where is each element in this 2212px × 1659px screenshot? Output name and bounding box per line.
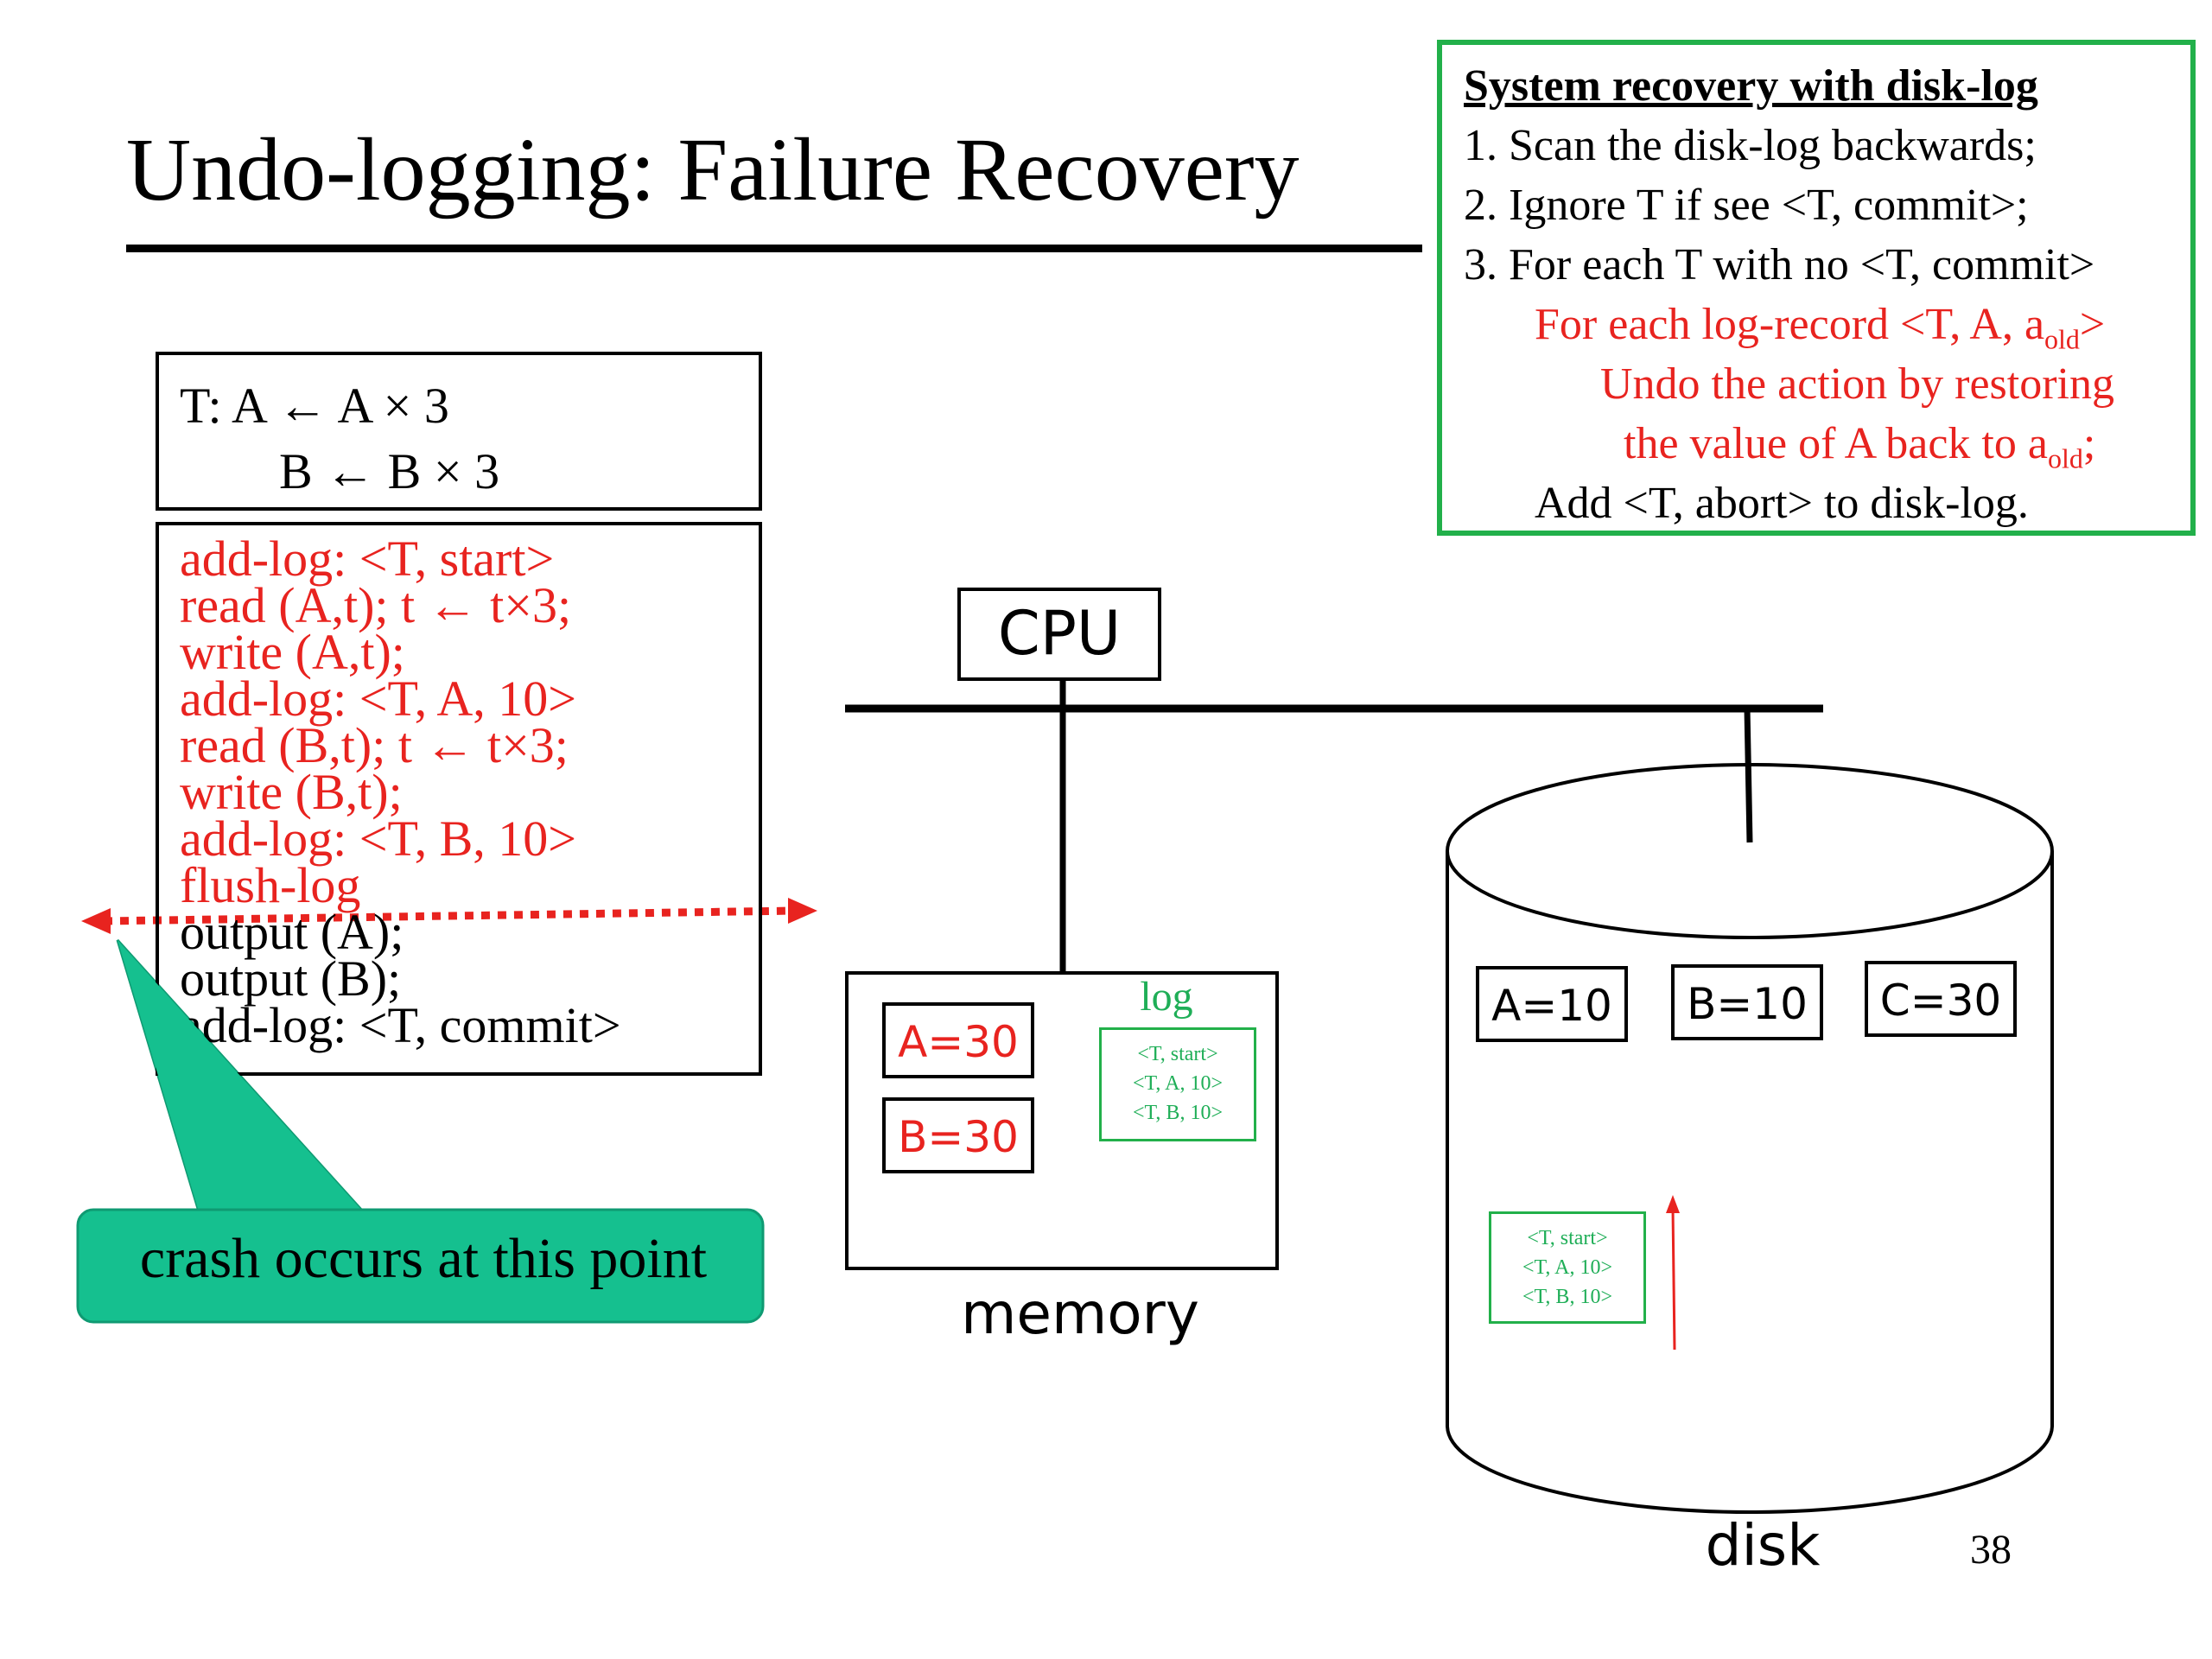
- recovery-heading: System recovery with disk-log: [1464, 61, 2038, 111]
- memory-cell-a: A=30: [882, 1002, 1034, 1078]
- recovery-substep-1: For each log-record <T, A, aold>: [1535, 300, 2106, 355]
- memory-label: memory: [961, 1281, 1199, 1347]
- step-write-a: write (A,t);: [180, 624, 405, 680]
- recovery-step-1: 1. Scan the disk-log backwards;: [1464, 121, 2037, 170]
- disk-log-entry: <T, B, 10>: [1522, 1286, 1612, 1308]
- memory-log: <T, start> <T, A, 10> <T, B, 10>: [1099, 1027, 1256, 1141]
- step-add-log-a: add-log: <T, A, 10>: [180, 671, 577, 727]
- memory-box: [845, 971, 1279, 1270]
- recovery-step-3: 3. For each T with no <T, commit>: [1464, 240, 2095, 289]
- memory-log-label: log: [1140, 974, 1193, 1020]
- step-flush-log: flush-log: [180, 857, 361, 913]
- memory-cell-b: B=30: [882, 1097, 1034, 1173]
- step-read-a: read (A,t); t ← t×3;: [180, 577, 572, 633]
- transaction-line-a: T: A ← A × 3: [180, 378, 449, 434]
- recovery-substep-4: Add <T, abort> to disk-log.: [1535, 479, 2029, 528]
- disk-label: disk: [1705, 1512, 1821, 1579]
- disk-cell-c: C=30: [1865, 961, 2017, 1037]
- execution-steps-box: add-log: <T, start> read (A,t); t ← t×3;…: [156, 522, 762, 1076]
- disk-scan-arrow: [1666, 1195, 1680, 1351]
- recovery-substep-3: the value of A back to aold;: [1624, 419, 2096, 474]
- page-number: 38: [1970, 1527, 2012, 1573]
- step-write-b: write (B,t);: [180, 764, 403, 820]
- step-add-log-commit: add-log: <T, commit>: [180, 997, 621, 1053]
- callout-text: crash occurs at this point: [139, 1227, 708, 1290]
- step-add-log-start: add-log: <T, start>: [180, 531, 555, 587]
- cpu-box: CPU: [957, 588, 1161, 681]
- slide-title: Undo-logging: Failure Recovery: [126, 120, 1300, 219]
- recovery-substep-2: Undo the action by restoring: [1600, 359, 2114, 409]
- disk-bus-connector: [1744, 708, 1753, 843]
- memory-log-entry: <T, B, 10>: [1133, 1102, 1223, 1124]
- recovery-step-2: 2. Ignore T if see <T, commit>;: [1464, 181, 2029, 230]
- step-read-b: read (B,t); t ← t×3;: [180, 717, 569, 773]
- disk-log-entry: <T, start>: [1527, 1227, 1608, 1249]
- recovery-procedure-box: System recovery with disk-log 1. Scan th…: [1437, 40, 2196, 536]
- memory-log-entry: <T, start>: [1137, 1043, 1218, 1065]
- disk-cell-b: B=10: [1671, 964, 1823, 1040]
- transaction-line-b: B ← B × 3: [279, 443, 500, 499]
- crash-line: [81, 898, 817, 934]
- disk-log: <T, start> <T, A, 10> <T, B, 10>: [1489, 1211, 1646, 1324]
- disk-log-entry: <T, A, 10>: [1522, 1256, 1612, 1279]
- cpu-label: CPU: [997, 598, 1122, 669]
- disk-cylinder: [1446, 763, 2054, 1514]
- disk-cell-a: A=10: [1476, 966, 1628, 1042]
- title-underline: [126, 245, 1422, 252]
- step-add-log-b: add-log: <T, B, 10>: [180, 810, 577, 867]
- memory-log-entry: <T, A, 10>: [1133, 1072, 1223, 1095]
- transaction-definition-box: T: A ← A × 3 B ← B × 3: [156, 352, 762, 511]
